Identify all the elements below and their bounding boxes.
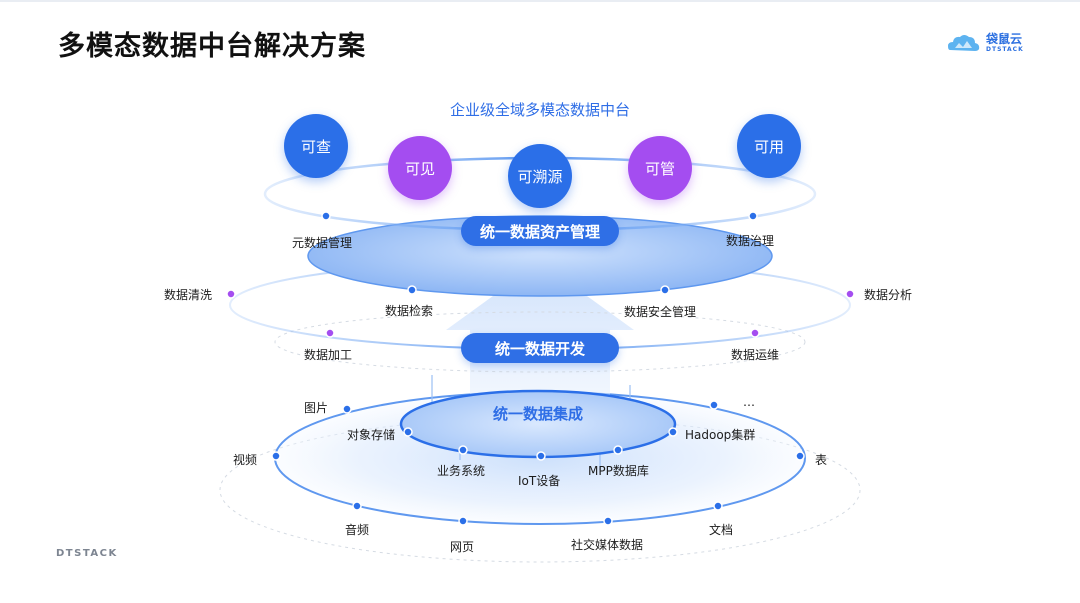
- label-object-storage: 对象存储: [347, 428, 396, 442]
- dot-audio: [352, 501, 362, 511]
- layer-asset-management: 统一数据资产管理: [461, 216, 619, 246]
- dot-object-storage: [403, 427, 413, 437]
- dot-social: [603, 516, 613, 526]
- capability-manageable: 可管: [628, 136, 692, 200]
- capability-traceable: 可溯源: [508, 144, 572, 208]
- cloud-icon: [948, 35, 980, 51]
- layer-data-development: 统一数据开发: [461, 333, 619, 363]
- outer-halo-ring: [219, 417, 861, 563]
- label-data-security: 数据安全管理: [624, 305, 697, 319]
- top-divider: [0, 0, 1080, 2]
- label-mpp-database: MPP数据库: [588, 464, 649, 478]
- dot-iot: [536, 451, 546, 461]
- footer-brand: DTSTACK: [56, 548, 118, 559]
- label-more: …: [743, 395, 755, 409]
- label-web-page: 网页: [450, 540, 475, 554]
- dot-metadata: [321, 211, 331, 221]
- dot-processing: [325, 328, 335, 338]
- capability-visible: 可见: [388, 136, 452, 200]
- dtstack-logo: [948, 35, 980, 51]
- dot-business: [458, 445, 468, 455]
- label-data-ops: 数据运维: [731, 348, 780, 362]
- label-data-governance: 数据治理: [726, 234, 775, 248]
- dot-ops: [750, 328, 760, 338]
- label-table: 表: [815, 453, 828, 467]
- dot-security: [660, 285, 670, 295]
- dot-cleaning: [226, 289, 236, 299]
- label-iot-device: IoT设备: [518, 474, 561, 488]
- label-social-media-data: 社交媒体数据: [571, 538, 644, 552]
- platform-title: 企业级全域多模态数据中台: [449, 101, 631, 119]
- dot-table: [795, 451, 805, 461]
- label-video: 视频: [233, 453, 258, 467]
- logo-subtitle: DTSTACK: [986, 46, 1024, 53]
- dot-video: [271, 451, 281, 461]
- dot-document: [713, 501, 723, 511]
- label-document: 文档: [709, 523, 734, 537]
- capability-queryable: 可查: [284, 114, 348, 178]
- dot-mpp: [613, 445, 623, 455]
- dot-governance: [748, 211, 758, 221]
- node-dots: [226, 211, 855, 526]
- dot-web: [458, 516, 468, 526]
- label-hadoop-cluster: Hadoop集群: [685, 428, 756, 442]
- label-audio: 音频: [345, 523, 370, 537]
- dot-more: [709, 400, 719, 410]
- logo-name: 袋鼠云: [986, 32, 1023, 46]
- dot-search: [407, 285, 417, 295]
- development-back-dashed: [274, 311, 806, 373]
- label-business-system: 业务系统: [437, 464, 486, 478]
- label-data-cleaning: 数据清洗: [164, 288, 213, 302]
- dot-image: [342, 404, 352, 414]
- layer-data-integration: 统一数据集成: [492, 405, 584, 423]
- dot-hadoop: [668, 427, 678, 437]
- page-title: 多模态数据中台解决方案: [58, 31, 366, 62]
- integration-inner-disc: [399, 389, 677, 459]
- label-data-analysis: 数据分析: [864, 288, 913, 302]
- label-image: 图片: [304, 401, 329, 415]
- label-metadata-management: 元数据管理: [292, 236, 353, 250]
- capability-usable: 可用: [737, 114, 801, 178]
- label-data-search: 数据检索: [385, 304, 434, 318]
- label-data-processing: 数据加工: [304, 348, 353, 362]
- dot-analysis: [845, 289, 855, 299]
